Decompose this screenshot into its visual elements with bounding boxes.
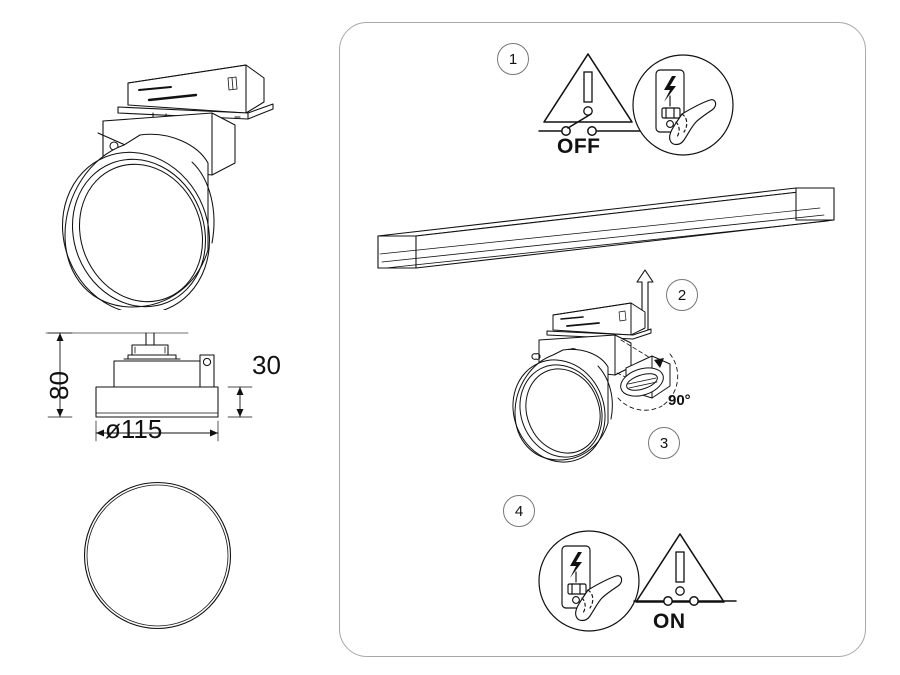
insert-arrow-icon [636, 269, 654, 330]
track-rail [377, 187, 835, 269]
switch-symbol-on [633, 596, 737, 606]
rotation-detail-90deg [617, 353, 679, 411]
dimension-depth-label: 30 [252, 350, 281, 380]
dimension-height-label: 80 [44, 371, 74, 400]
side-view-dimensioned [45, 332, 253, 442]
rotation-angle-label: 90° [668, 392, 691, 409]
step-number-4: 4 [514, 502, 524, 520]
step-badge-1: 1 [497, 43, 529, 75]
step-badge-3: 3 [648, 427, 680, 459]
warning-triangle-icon-step4 [635, 533, 725, 603]
breaker-detail-step1 [632, 54, 734, 156]
switch-symbol-off [538, 113, 642, 136]
power-label-on: ON [653, 610, 686, 633]
step-number-1: 1 [508, 50, 518, 68]
breaker-detail-step4 [538, 530, 640, 632]
power-label-off: OFF [557, 135, 601, 158]
isometric-product-view [61, 64, 274, 310]
warning-triangle-icon-step1 [543, 53, 633, 123]
bottom-view [83, 481, 232, 630]
mounting-isometric-view [512, 302, 666, 463]
step-number-3: 3 [659, 434, 669, 452]
step-badge-2: 2 [666, 279, 698, 311]
dimension-diameter-label: ø115 [105, 414, 163, 444]
step-badge-4: 4 [503, 495, 535, 527]
step-number-2: 2 [677, 286, 687, 304]
